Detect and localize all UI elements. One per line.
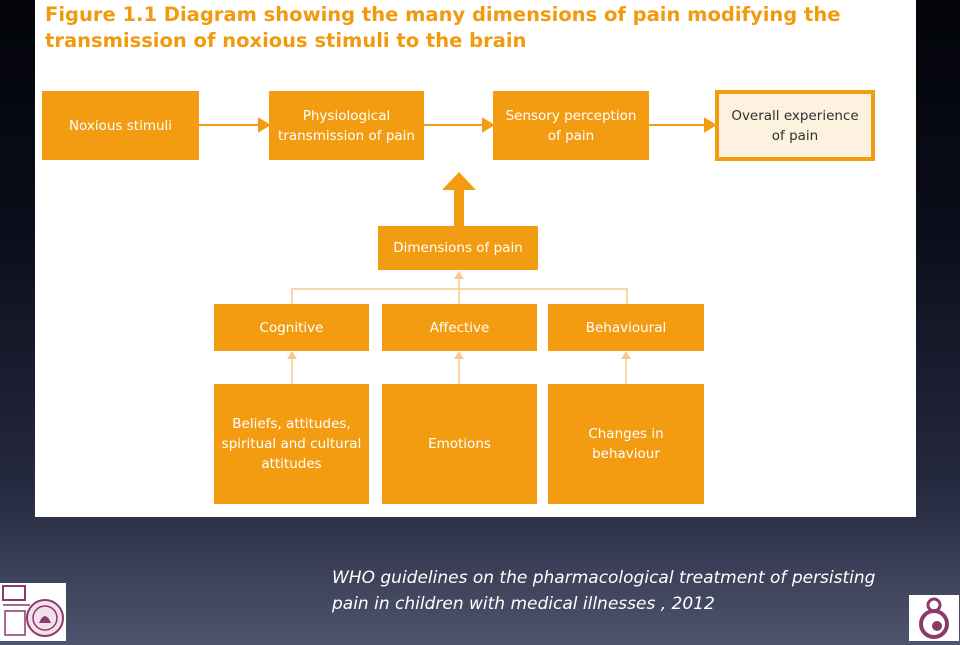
sensory-perception-box: Sensory perception of pain (493, 91, 649, 160)
university-seal-logo (0, 583, 66, 641)
connector-lines (199, 117, 717, 384)
figure-title: Figure 1.1 Diagram showing the many dime… (45, 3, 841, 52)
slide-caption: WHO guidelines on the pharmacological tr… (332, 568, 876, 614)
changes-in-behaviour-label: Changes in behaviour (588, 426, 664, 462)
emotions-label: Emotions (428, 436, 491, 452)
dimensions-up-arrow (442, 172, 476, 226)
category-bracket (291, 277, 628, 304)
figure-panel: Figure 1.1 Diagram showing the many dime… (35, 0, 916, 517)
noxious-stimuli-box: Noxious stimuli (42, 91, 199, 160)
physiological-transmission-box: Physiological transmission of pain (269, 91, 424, 160)
affective-label: Affective (429, 319, 490, 336)
physiological-transmission-label: Physiological transmission of pain (278, 107, 415, 144)
dimensions-of-pain-label: Dimensions of pain (393, 240, 523, 256)
overall-experience-label: Overall experience of pain (731, 107, 859, 144)
mother-child-logo (909, 595, 959, 641)
cognitive-box: Cognitive (214, 304, 369, 351)
dimensions-of-pain-box: Dimensions of pain (378, 226, 538, 270)
changes-in-behaviour-box: Changes in behaviour (548, 384, 704, 504)
behavioural-label: Behavioural (585, 319, 667, 336)
affective-box: Affective (382, 304, 537, 351)
emotions-box: Emotions (382, 384, 537, 504)
cognitive-label: Cognitive (259, 319, 324, 336)
beliefs-attitudes-box: Beliefs, attitudes, spiritual and cultur… (214, 384, 369, 504)
noxious-stimuli-label: Noxious stimuli (68, 117, 173, 134)
overall-experience-box: Overall experience of pain (715, 90, 875, 161)
sensory-perception-label: Sensory perception of pain (505, 107, 637, 144)
beliefs-attitudes-label: Beliefs, attitudes, spiritual and cultur… (221, 416, 362, 472)
behavioural-box: Behavioural (548, 304, 704, 351)
detail-arrows (287, 351, 631, 384)
